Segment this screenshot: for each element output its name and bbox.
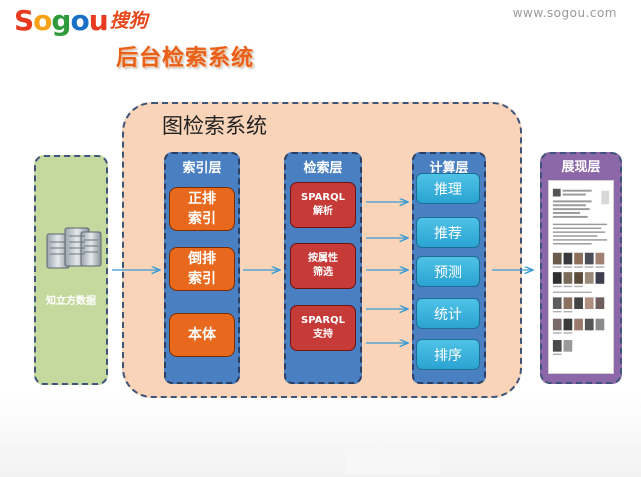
logo-chinese: 搜狗: [109, 10, 148, 32]
forward-index-node: 正排 索引: [169, 187, 235, 231]
ontology-node: 本体: [169, 313, 235, 357]
statistics-node: 统计: [416, 298, 480, 329]
display-layer-title: 展现层: [561, 160, 601, 175]
footer-strip: [346, 452, 440, 474]
recommend-node: 推荐: [416, 217, 480, 248]
inference-node: 推理: [416, 173, 480, 204]
knowledge-base-box: [34, 155, 108, 385]
index-layer-title: 索引层: [182, 161, 222, 176]
logo-letter-s: S: [14, 4, 34, 37]
logo-letter-g: g: [51, 4, 71, 37]
attribute-filter-node: 按属性 筛选: [290, 243, 356, 289]
logo-letter-o1: o: [33, 4, 52, 37]
search-layer-title: 检索层: [303, 161, 343, 176]
page-title: 后台检索系统: [116, 46, 255, 71]
logo-letter-u: u: [88, 4, 109, 37]
server-icon: [46, 227, 102, 269]
compute-layer-title: 计算层: [429, 161, 469, 176]
sparql-parse-node: SPARQL 解析: [290, 182, 356, 228]
graph-search-system-title: 图检索系统: [162, 114, 267, 138]
ranking-node: 排序: [416, 339, 480, 370]
inverted-index-node: 倒排 索引: [169, 247, 235, 291]
result-page-thumbnail: [548, 180, 614, 374]
site-url: www.sogou.com: [512, 6, 617, 20]
sparql-support-node: SPARQL 支持: [290, 305, 356, 351]
predict-node: 预测: [416, 256, 480, 287]
logo-letter-o2: o: [70, 4, 89, 37]
knowledge-base-label: 知立方数据: [46, 296, 96, 307]
